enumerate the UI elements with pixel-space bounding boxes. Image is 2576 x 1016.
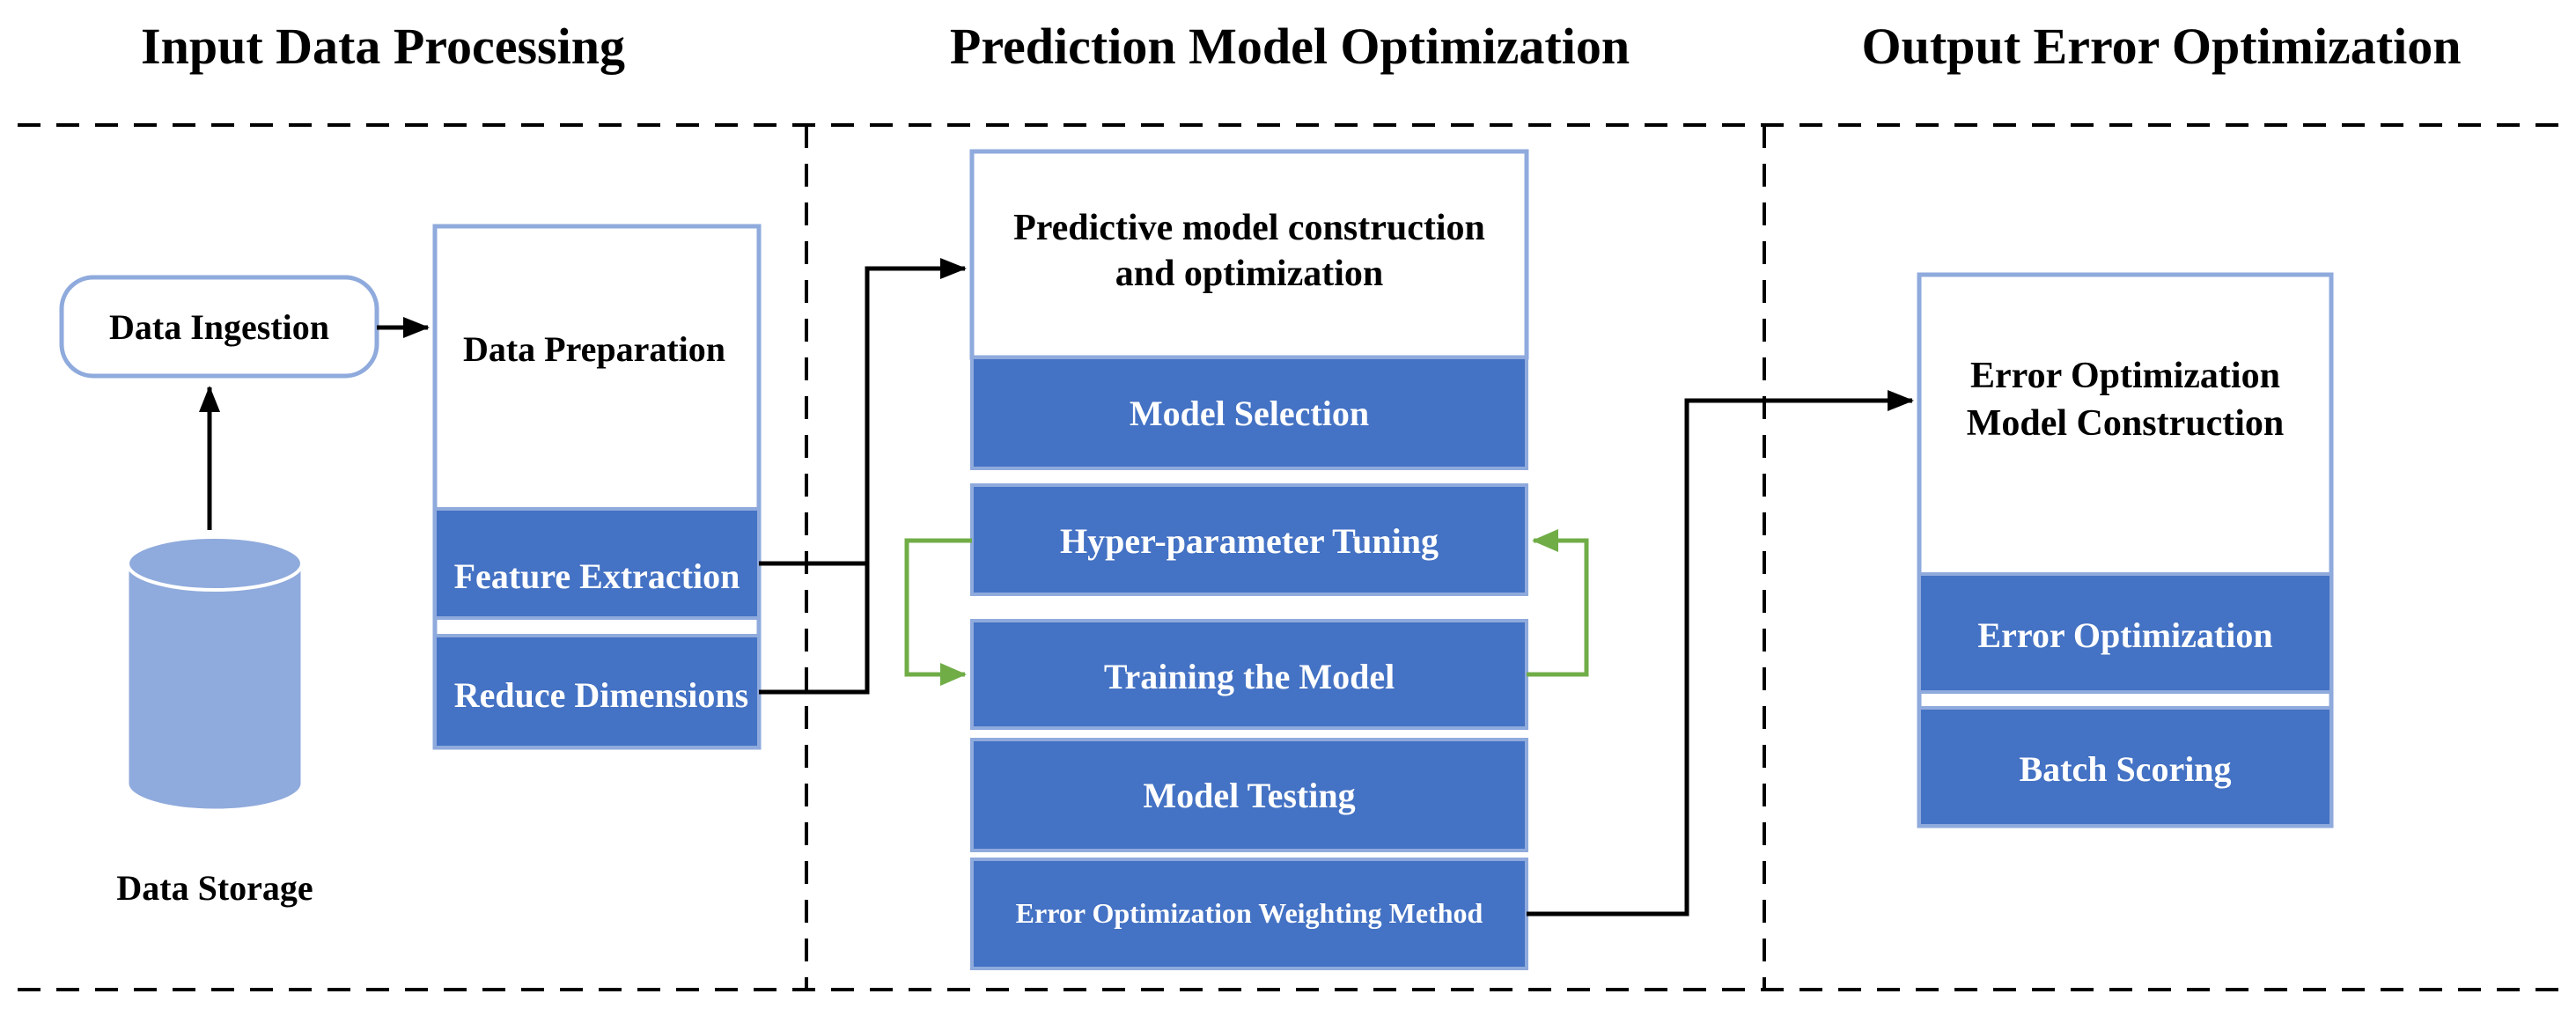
reduce-dimensions-box — [433, 634, 761, 749]
error-optimization-label: Error Optimization — [1977, 615, 2272, 655]
data-preparation-label: Data Preparation — [463, 329, 725, 369]
error-model-title-line1: Error Optimization — [1970, 356, 2280, 396]
batch-scoring-label: Batch Scoring — [2019, 749, 2231, 789]
data-ingestion-node: Data Ingestion — [59, 275, 379, 379]
section-title-prediction: Prediction Model Optimization — [950, 18, 1630, 75]
model-selection-label: Model Selection — [1130, 394, 1369, 433]
data-storage-label: Data Storage — [116, 868, 313, 908]
section-title-input: Input Data Processing — [141, 18, 625, 75]
hyperparameter-tuning-label: Hyper-parameter Tuning — [1060, 521, 1439, 561]
error-weighting-label: Error Optimization Weighting Method — [1016, 897, 1483, 929]
error-model-title-line2: Model Construction — [1967, 403, 2285, 444]
data-ingestion-label: Data Ingestion — [109, 307, 329, 347]
training-to-tuning-loop-arrow — [1527, 529, 1589, 677]
error-optimization-box — [1917, 572, 2333, 694]
predictive-model-title-line1: Predictive model construction — [1013, 208, 1485, 248]
model-testing-box — [970, 738, 1528, 852]
predictive-model-title-line2: and optimization — [1115, 254, 1384, 294]
weighting-to-error-model-connector — [1527, 390, 1914, 917]
feature-extraction-label: Feature Extraction — [454, 556, 740, 596]
model-selection-box — [970, 356, 1528, 470]
reduce-dimensions-label: Reduce Dimensions — [454, 675, 748, 715]
training-model-box — [970, 619, 1528, 730]
data-storage-cylinder — [126, 535, 304, 812]
dimensions-to-prediction-connector — [759, 563, 870, 695]
tuning-to-training-loop-arrow — [904, 538, 972, 686]
section-title-output: Output Error Optimization — [1862, 18, 2462, 75]
data-preparation-block: Data Preparation Feature Extraction Redu… — [432, 224, 762, 750]
features-to-prediction-connector — [759, 258, 967, 566]
prediction-model-block: Predictive model construction and optimi… — [969, 149, 1529, 970]
model-testing-label: Model Testing — [1143, 776, 1355, 815]
error-weighting-box — [970, 858, 1528, 970]
batch-scoring-box — [1917, 706, 2333, 828]
training-model-label: Training the Model — [1104, 657, 1395, 696]
error-model-block: Error Optimization Model Construction Er… — [1917, 272, 2334, 828]
